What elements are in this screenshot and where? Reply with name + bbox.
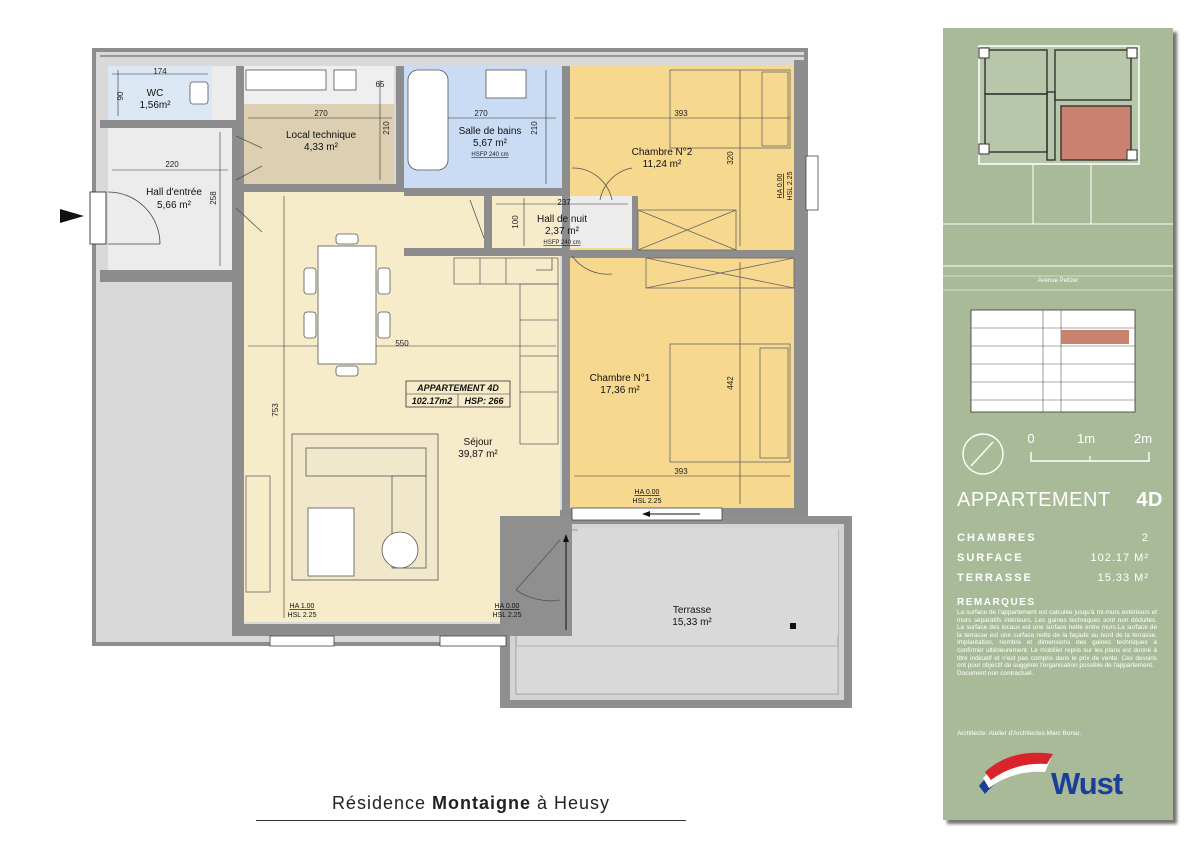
ha-ch1: HA 0.00 [635, 489, 660, 496]
dim-753: 753 [271, 403, 280, 417]
hsl-ch2: HSL 2.25 [787, 171, 794, 200]
row-value: 15.33 M² [1097, 572, 1149, 584]
dim-258: 258 [209, 191, 218, 205]
dim-210a: 210 [382, 121, 391, 135]
caption-bold: Montaigne [432, 793, 531, 813]
sejour-name: Séjour [464, 437, 494, 448]
apartment-name: APPARTEMENT 4D [416, 383, 499, 393]
row-label: TERRASSE [957, 572, 1033, 584]
row-label: CHAMBRES [957, 532, 1037, 544]
wc-name: WC [147, 88, 164, 99]
hsl-ch1: HSL 2.25 [633, 498, 662, 505]
highlight-unit [1060, 105, 1132, 161]
dim-100: 100 [511, 215, 520, 229]
sejour-area: 39,87 m² [458, 449, 498, 460]
dim-393a: 393 [674, 109, 688, 118]
wust-logo-icon [979, 752, 1053, 794]
hall-area: 5,66 m² [157, 200, 192, 211]
info-panel: Avenue Peltzer 0 1m 2m [943, 28, 1173, 820]
wardrobe-ch1 [645, 257, 795, 289]
caption-suffix: à Heusy [531, 793, 611, 813]
scale-2: 2m [1134, 431, 1152, 446]
bain-note: HSFP 240 cm [471, 152, 508, 158]
ha-sejour-2: HA 0.00 [495, 603, 520, 610]
panel-title-text: APPARTEMENT [957, 489, 1111, 511]
terrasse-name: Terrasse [673, 605, 712, 616]
dim-90: 90 [116, 91, 125, 100]
bain-name: Salle de bains [459, 126, 522, 137]
street-name: Avenue Peltzer [1038, 278, 1079, 284]
room-chambre-1 [570, 258, 794, 508]
ch1-name: Chambre N°1 [590, 373, 651, 384]
dining-table-icon [317, 245, 377, 365]
bain-area: 5,67 m² [473, 138, 508, 149]
dim-237: 237 [557, 198, 571, 207]
dim-270a: 270 [314, 109, 328, 118]
local-name: Local technique [286, 130, 356, 141]
row-value: 2 [1141, 532, 1149, 544]
ch2-name: Chambre N°2 [632, 147, 693, 158]
ha-sejour-1: HA 1.00 [290, 603, 315, 610]
remarks-text: La surface de l'appartement est calculée… [957, 609, 1157, 677]
panel-title: 4D APPARTEMENT [957, 489, 1163, 512]
row-value: 102.17 M² [1090, 552, 1149, 564]
ch1-area: 17,36 m² [600, 385, 640, 396]
local-area: 4,33 m² [304, 142, 339, 153]
wc-area: 1,56m² [139, 100, 171, 111]
ch2-area: 11,24 m² [643, 159, 682, 170]
project-caption: Résidence Montaigne à Heusy [256, 793, 686, 814]
entry-arrow-icon [60, 209, 84, 223]
scale-0: 0 [1027, 431, 1034, 446]
dim-320: 320 [726, 151, 735, 165]
row-terrasse: TERRASSE 15.33 M² [957, 572, 1149, 584]
terrasse-area: 15,33 m² [672, 617, 712, 628]
panel-graphics: Avenue Peltzer 0 1m 2m [943, 45, 1173, 794]
row-label: SURFACE [957, 552, 1024, 564]
nuit-area: 2,37 m² [545, 226, 580, 237]
caption-prefix: Résidence [331, 793, 432, 813]
ha-ch2: HA 0.00 [777, 173, 784, 198]
row-chambres: CHAMBRES 2 [957, 532, 1149, 544]
apartment-area: 102.17m2 [412, 396, 453, 406]
remarks-heading: REMARQUES [957, 597, 1036, 608]
key-plan: Avenue Peltzer [943, 45, 1173, 291]
facade-elevation [970, 309, 1136, 413]
wardrobe-ch2 [637, 209, 737, 251]
floor-plan: APPARTEMENT 4D 102.17m2 HSP: 266 WC 1,56… [60, 48, 852, 708]
facade-highlight [1061, 330, 1129, 344]
disclaimer: Document non contractuel. [957, 669, 1034, 677]
row-surface: SURFACE 102.17 M² [957, 552, 1149, 564]
caption-underline [256, 820, 686, 821]
architect-credit: Architecte: Atelier d'Architectes Marc B… [957, 730, 1082, 737]
north-icon [962, 433, 1004, 475]
dim-210b: 210 [530, 121, 539, 135]
dim-65: 65 [376, 80, 385, 89]
remarks-body: La surface de l'appartement est calculée… [957, 609, 1157, 670]
room-hall-entree [108, 128, 232, 270]
scale-1: 1m [1077, 431, 1095, 446]
dim-442: 442 [726, 376, 735, 390]
nuit-note: HSFP 240 cm [543, 240, 580, 246]
room-local-technique [244, 104, 394, 184]
bed-ch1 [669, 343, 791, 463]
dim-393b: 393 [674, 467, 688, 476]
hall-name: Hall d'entrée [146, 187, 202, 198]
dim-220: 220 [165, 160, 179, 169]
dim-550: 550 [395, 339, 409, 348]
hsl-sejour-2: HSL 2.25 [493, 612, 522, 619]
dim-270b: 270 [474, 109, 488, 118]
brand-name: Wust [1051, 766, 1123, 801]
panel-unit: 4D [1136, 489, 1163, 511]
terrace-marker [790, 623, 796, 629]
dim-174: 174 [153, 67, 167, 76]
hsl-sejour-1: HSL 2.25 [288, 612, 317, 619]
nuit-name: Hall de nuit [537, 214, 587, 225]
apartment-hsp: HSP: 266 [464, 396, 504, 406]
